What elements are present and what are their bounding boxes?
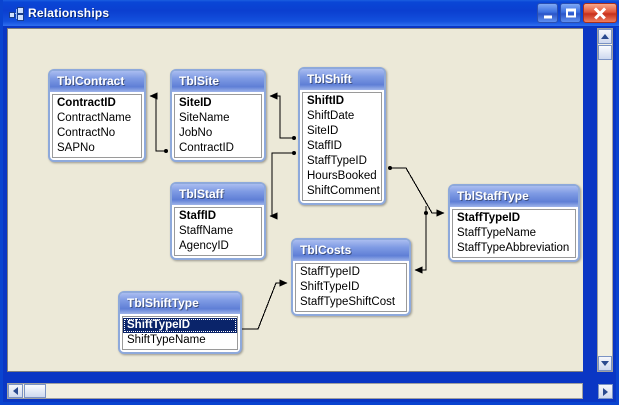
horizontal-scrollbar[interactable] xyxy=(7,383,583,399)
scroll-left-button[interactable] xyxy=(8,384,23,398)
field-row[interactable]: ContractID xyxy=(57,97,116,109)
field-row[interactable]: StaffTypeAbbreviation xyxy=(457,242,570,254)
field-row[interactable]: ShiftTypeName xyxy=(127,334,206,346)
field-list: SiteID SiteName JobNo ContractID xyxy=(174,94,262,158)
table-title: TblShiftType xyxy=(120,293,240,314)
table-tblcontract[interactable]: TblContract ContractID ContractName Cont… xyxy=(48,69,146,162)
field-row[interactable]: StaffTypeName xyxy=(457,227,537,239)
field-list: ShiftID ShiftDate SiteID StaffID StaffTy… xyxy=(302,92,382,201)
window-title: Relationships xyxy=(28,6,110,20)
relationships-icon xyxy=(9,6,24,21)
field-row[interactable]: SiteName xyxy=(179,112,230,124)
field-list: ContractID ContractName ContractNo SAPNo xyxy=(52,94,142,158)
maximize-icon xyxy=(565,8,576,18)
field-row[interactable]: ShiftID xyxy=(307,95,345,107)
field-row[interactable]: StaffID xyxy=(307,140,342,152)
title-bar-left: Relationships xyxy=(9,0,109,26)
window-buttons xyxy=(537,3,617,23)
field-row[interactable]: ShiftDate xyxy=(307,110,355,122)
table-title: TblContract xyxy=(50,71,144,92)
table-tblshift[interactable]: TblShift ShiftID ShiftDate SiteID StaffI… xyxy=(298,67,386,205)
field-row[interactable]: StaffName xyxy=(179,225,234,237)
close-button[interactable] xyxy=(583,3,617,23)
table-title: TblCosts xyxy=(293,240,409,261)
table-title: TblShift xyxy=(300,69,384,90)
field-list: StaffID StaffName AgencyID xyxy=(174,207,262,256)
table-title: TblStaff xyxy=(172,184,264,205)
vertical-scroll-thumb[interactable] xyxy=(598,45,612,60)
field-list: ShiftTypeID ShiftTypeName xyxy=(122,316,238,350)
field-list: StaffTypeID StaffTypeName StaffTypeAbbre… xyxy=(452,209,576,258)
field-row[interactable]: AgencyID xyxy=(179,240,229,252)
scroll-down-button[interactable] xyxy=(598,356,612,371)
field-row-selected[interactable]: ShiftTypeID xyxy=(123,318,237,333)
field-row[interactable]: HoursBooked xyxy=(307,170,377,182)
relationships-canvas[interactable]: TblContract ContractID ContractName Cont… xyxy=(7,28,583,372)
title-bar[interactable]: Relationships xyxy=(3,0,619,27)
field-row[interactable]: ShiftComment xyxy=(307,185,380,197)
chevron-left-icon xyxy=(13,387,18,395)
table-title: TblStaffType xyxy=(450,186,578,207)
field-row[interactable]: SAPNo xyxy=(57,142,95,154)
field-row[interactable]: StaffID xyxy=(179,210,217,222)
table-title: TblSite xyxy=(172,71,264,92)
field-row[interactable]: StaffTypeID xyxy=(307,155,367,167)
field-row[interactable]: SiteID xyxy=(307,125,339,137)
close-icon xyxy=(593,6,607,20)
table-tblshifttype[interactable]: TblShiftType ShiftTypeID ShiftTypeName xyxy=(118,291,242,354)
maximize-button[interactable] xyxy=(560,3,581,23)
table-tblstaff[interactable]: TblStaff StaffID StaffName AgencyID xyxy=(170,182,266,260)
field-row[interactable]: ShiftTypeID xyxy=(300,281,360,293)
field-row[interactable]: StaffTypeID xyxy=(300,266,360,278)
table-tblsite[interactable]: TblSite SiteID SiteName JobNo ContractID xyxy=(170,69,266,162)
field-row[interactable]: ContractName xyxy=(57,112,132,124)
vertical-scrollbar[interactable] xyxy=(597,28,613,372)
horizontal-scroll-thumb[interactable] xyxy=(24,384,46,398)
table-tblstafftype[interactable]: TblStaffType StaffTypeID StaffTypeName S… xyxy=(448,184,580,262)
chevron-up-icon xyxy=(601,34,609,39)
field-row[interactable]: StaffTypeID xyxy=(457,212,521,224)
field-list: StaffTypeID ShiftTypeID StaffTypeShiftCo… xyxy=(295,263,407,312)
field-row[interactable]: ContractID xyxy=(179,142,234,154)
field-row[interactable]: StaffTypeShiftCost xyxy=(300,296,396,308)
chevron-right-icon xyxy=(603,387,608,396)
minimize-icon xyxy=(543,15,552,19)
scroll-up-button[interactable] xyxy=(598,29,612,44)
field-row[interactable]: JobNo xyxy=(179,127,213,139)
table-tblcosts[interactable]: TblCosts StaffTypeID ShiftTypeID StaffTy… xyxy=(291,238,411,316)
field-row[interactable]: ContractNo xyxy=(57,127,116,139)
scroll-right-button[interactable] xyxy=(598,384,613,399)
chevron-down-icon xyxy=(601,361,609,366)
field-row[interactable]: SiteID xyxy=(179,97,212,109)
minimize-button[interactable] xyxy=(537,3,558,23)
